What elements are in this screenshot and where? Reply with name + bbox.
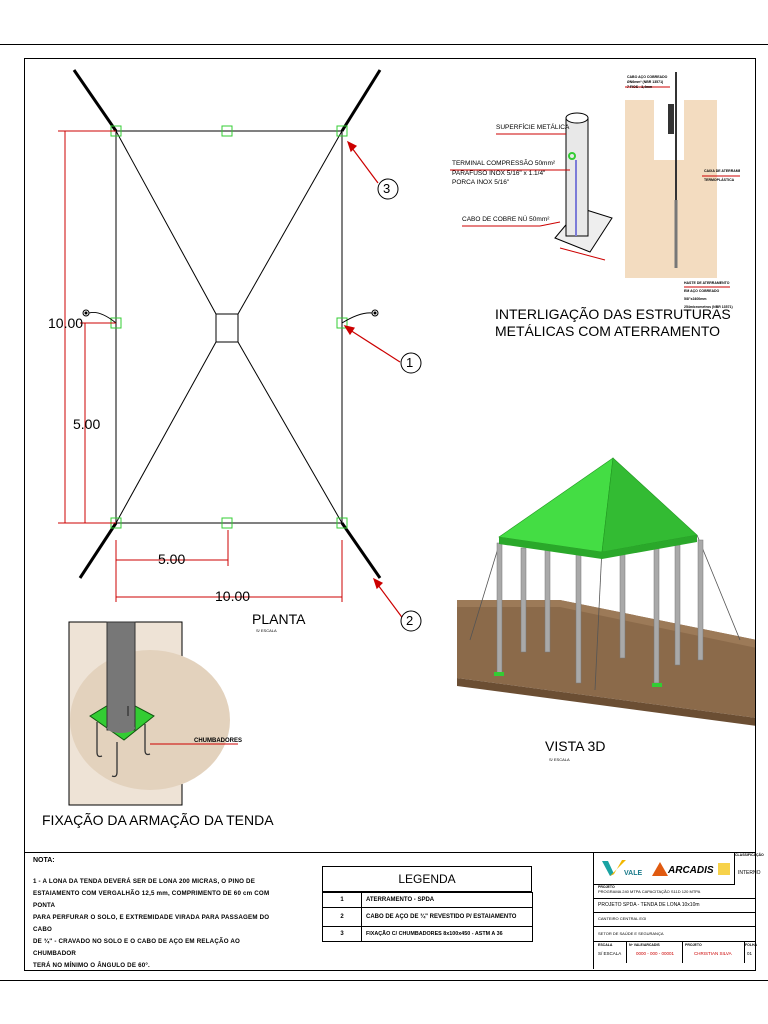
program-text: PROGRAMA 240 MTPA CAPACITAÇÃO S11D 120 M… xyxy=(598,889,701,894)
legend-num: 3 xyxy=(322,926,362,942)
vale-logo: VALE xyxy=(600,856,646,880)
legend: LEGENDA 1 ATERRAMENTO - SPDA 2 CABO DE A… xyxy=(322,866,533,942)
svg-text:7 FIOS - 3,4mm: 7 FIOS - 3,4mm xyxy=(627,85,652,89)
drawing-sheet xyxy=(0,44,768,981)
legend-text: ATERRAMENTO - SPDA xyxy=(361,892,533,908)
fixation-detail-drawing xyxy=(68,621,238,806)
vale-logo-icon: VALE xyxy=(602,860,642,877)
project-label: PROJETO xyxy=(598,885,615,889)
note-line: ESTAIAMENTO COM VERGALHÃO 12,5 mm, COMPR… xyxy=(33,890,270,909)
grounding-title-line1: INTERLIGAÇÃO DAS ESTRUTURAS xyxy=(495,306,731,322)
fixation-title: FIXAÇÃO DA ARMAÇÃO DA TENDA xyxy=(42,812,274,828)
note-line: TERÁ NO MÍNIMO O ÂNGULO DE 60°. xyxy=(33,962,150,969)
number-value: 0000 - 000 - 00001 xyxy=(636,951,675,956)
grounding-detail-drawing: CABO AÇO COBREADO ØN6mm² (NBR 13571) 7 F… xyxy=(450,72,740,309)
callout-2: 2 xyxy=(406,613,414,628)
view-3d-scale: S/ ESCALA xyxy=(549,757,570,762)
drawing-frame xyxy=(24,58,756,971)
grounding-detail-title: INTERLIGAÇÃO DAS ESTRUTURAS METÁLICAS CO… xyxy=(495,306,731,340)
sheet-value: 01 xyxy=(747,951,753,956)
svg-text:CAIXA DE ATERRAMENTO: CAIXA DE ATERRAMENTO xyxy=(704,169,740,173)
svg-text:HASTE DE ATERRAMENTO: HASTE DE ATERRAMENTO xyxy=(684,281,730,285)
arcadis-logo-icon: ARCADIS xyxy=(652,862,730,876)
bottom-divider xyxy=(24,852,756,853)
sector-text: SETOR DE SAÚDE E SEGURANÇA xyxy=(598,931,664,936)
scale-value: S/ ESCALA xyxy=(598,951,622,956)
svg-text:CABO AÇO COBREADO: CABO AÇO COBREADO xyxy=(627,75,668,79)
site-text: CANTEIRO CENTRAL EGI xyxy=(598,916,647,921)
classification-value: INTERNO xyxy=(738,870,761,876)
legend-row: 1 ATERRAMENTO - SPDA xyxy=(322,892,533,908)
vale-logo-text: VALE xyxy=(624,870,642,877)
label-surface: SUPERFÍCIE METÁLICA xyxy=(496,124,570,131)
label-nut: PORCA INOX 5/16" xyxy=(452,179,510,186)
svg-text:5/8"x2400mm: 5/8"x2400mm xyxy=(684,297,706,301)
label-terminal: TERMINAL COMPRESSÃO 50mm² xyxy=(452,160,556,167)
arcadis-logo: ARCADIS xyxy=(648,856,732,880)
label-cable: CABO DE COBRE NÚ 50mm² xyxy=(462,216,550,223)
plan-title: PLANTA xyxy=(252,611,306,627)
dim-width-half: 5.00 xyxy=(158,551,186,567)
callout-3: 3 xyxy=(383,181,391,196)
legend-num: 1 xyxy=(322,892,362,908)
notes-body: 1 - A LONA DA TENDA DEVERÁ SER DE LONA 2… xyxy=(33,876,273,972)
svg-text:254micrometros (NBR 13571): 254micrometros (NBR 13571) xyxy=(684,305,733,309)
title-block: VALE ARCADIS CLASSIFICAÇÃO INTERNO PROJE… xyxy=(593,852,764,969)
author-label: PROJETO xyxy=(685,943,702,947)
number-label: Nº VALE/ARCADIS xyxy=(629,943,660,947)
grounding-title-line2: METÁLICAS COM ATERRAMENTO xyxy=(495,323,721,339)
svg-text:ØN6mm² (NBR 13571): ØN6mm² (NBR 13571) xyxy=(627,80,663,84)
notes-header: NOTA: xyxy=(33,857,55,864)
note-line: 1 - A LONA DA TENDA DEVERÁ SER DE LONA 2… xyxy=(33,878,256,885)
svg-text:EM AÇO COBREADO: EM AÇO COBREADO xyxy=(684,289,720,293)
scale-label: ESCALA xyxy=(598,943,613,947)
classification-label: CLASSIFICAÇÃO xyxy=(735,853,764,857)
logos-area: VALE ARCADIS xyxy=(594,852,735,885)
sheet-label: FOLHA xyxy=(745,943,758,947)
dim-width-total: 10.00 xyxy=(215,588,251,604)
view-3d-title: VISTA 3D xyxy=(545,738,606,754)
legend-title: LEGENDA xyxy=(322,866,532,892)
dim-height-half: 5.00 xyxy=(73,416,101,432)
tent-3d-view xyxy=(457,457,755,726)
plan-drawing xyxy=(58,69,422,632)
svg-text:TERMOPLÁSTICA: TERMOPLÁSTICA xyxy=(704,177,735,182)
dim-height-total: 10.00 xyxy=(48,315,84,331)
note-line: DE ¾" - CRAVADO NO SOLO E O CABO DE AÇO … xyxy=(33,938,241,957)
legend-num: 2 xyxy=(322,907,362,927)
label-screw: PARAFUSO INOX 5/16" x 1.1/4" xyxy=(452,170,546,177)
note-line: PARA PERFURAR O SOLO, E EXTREMIDADE VIRA… xyxy=(33,914,270,933)
callout-1: 1 xyxy=(406,355,414,370)
label-anchors: CHUMBADORES xyxy=(194,738,242,744)
project-title: PROJETO SPDA - TENDA DE LONA 10x10m xyxy=(598,902,700,908)
legend-row: 2 CABO DE AÇO DE ¾" REVESTIDO P/ ESTAIAM… xyxy=(322,907,533,927)
legend-text: CABO DE AÇO DE ¾" REVESTIDO P/ ESTAIAMEN… xyxy=(361,907,533,927)
legend-row: 3 FIXAÇÃO C/ CHUMBADORES 8x100x450 - AST… xyxy=(322,926,533,942)
plan-scale: S/ ESCALA xyxy=(256,628,277,633)
legend-text: FIXAÇÃO C/ CHUMBADORES 8x100x450 - ASTM … xyxy=(361,926,533,942)
author-value: CHRISTIAN SILVA xyxy=(694,951,732,956)
arcadis-logo-text: ARCADIS xyxy=(667,865,714,876)
